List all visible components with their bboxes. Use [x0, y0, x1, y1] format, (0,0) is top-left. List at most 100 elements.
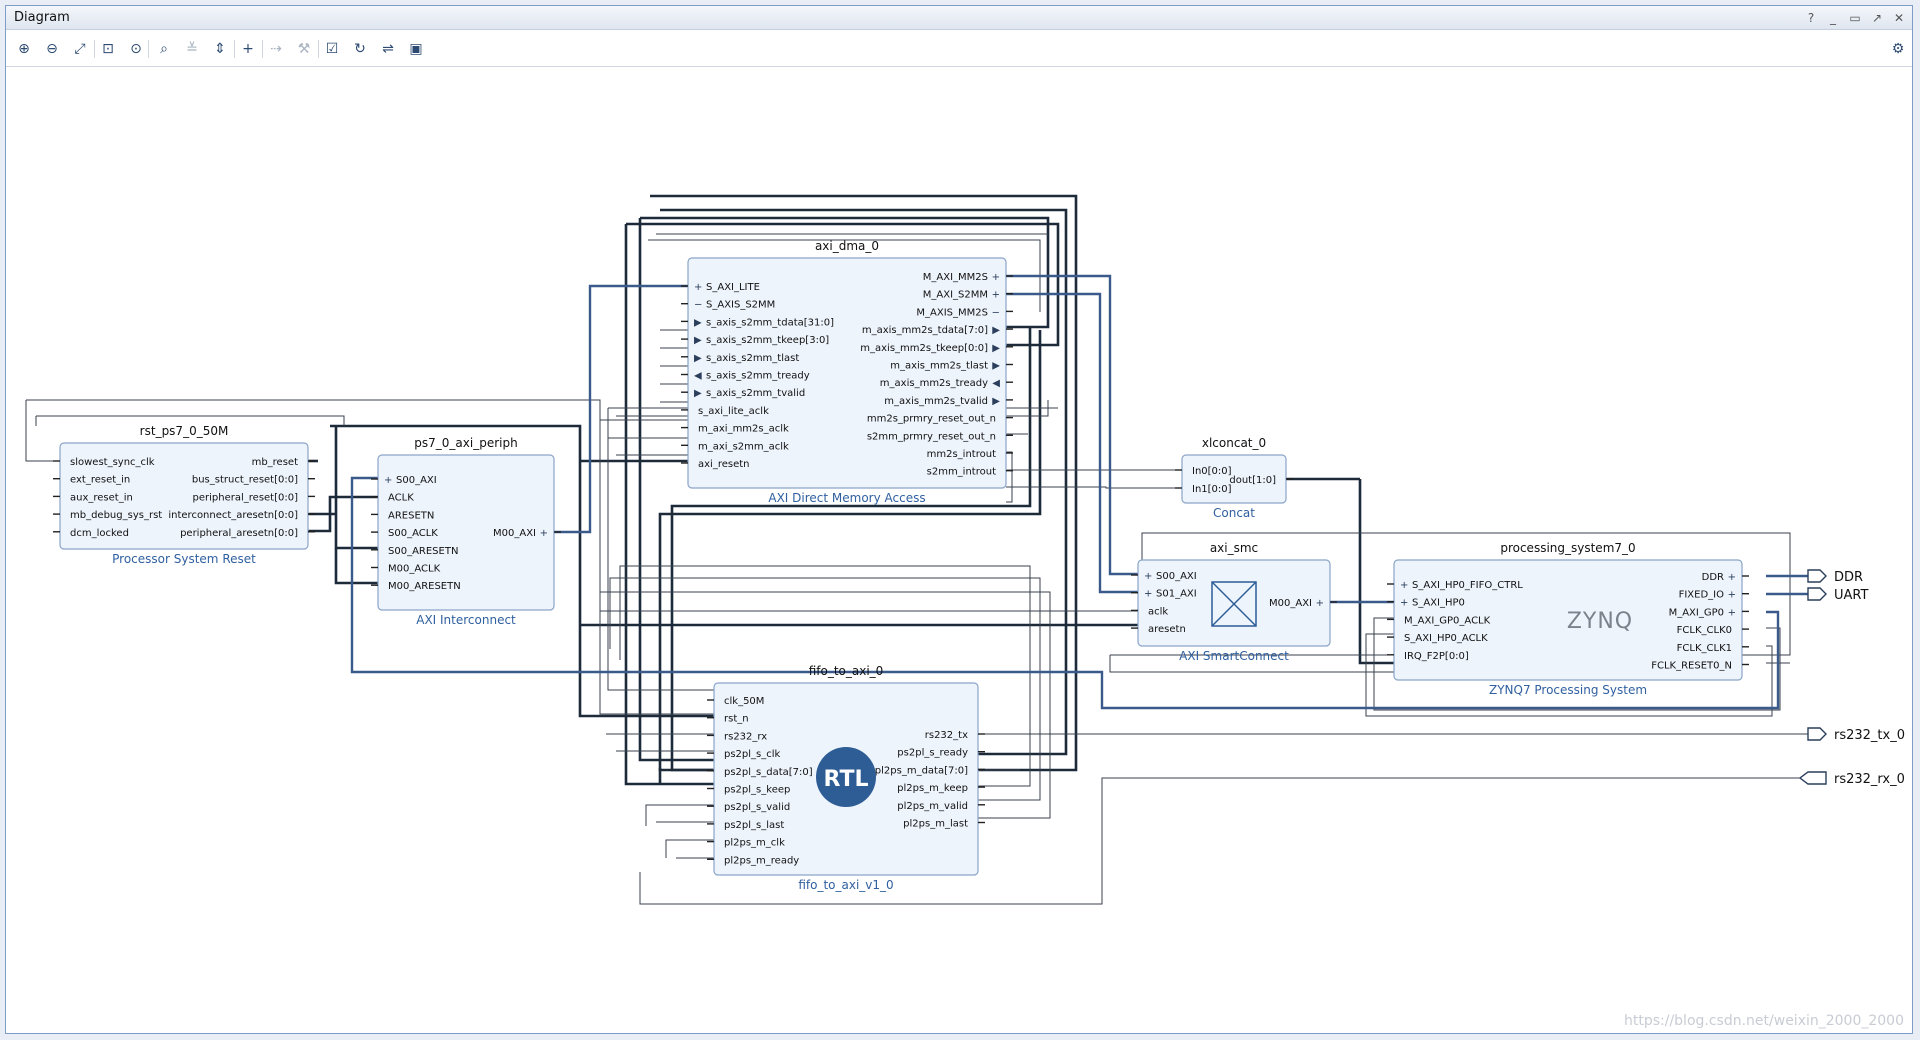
- pin-marker: +: [1728, 590, 1736, 601]
- window-titlebar: Diagram ? _ ▭ ↗ ✕: [6, 6, 1912, 30]
- pin-label: pl2ps_m_last: [903, 819, 968, 830]
- pin-marker: +: [694, 282, 702, 293]
- zoom-fit-icon[interactable]: ⤢: [74, 41, 86, 57]
- expand-all-icon[interactable]: ⇕: [214, 41, 226, 57]
- pin-marker: ◀: [992, 378, 1000, 389]
- pin-label: In1[0:0]: [1192, 484, 1232, 495]
- net-wire: [26, 399, 714, 715]
- pin-label: aresetn: [1148, 624, 1186, 635]
- port-ddr[interactable]: [1807, 569, 1827, 583]
- block-subtitle: Processor System Reset: [112, 552, 256, 566]
- pin-label: DDR: [1702, 572, 1724, 583]
- pin-label: FCLK_CLK0: [1677, 625, 1732, 636]
- validate-design-icon[interactable]: ☑: [325, 41, 339, 57]
- float-icon[interactable]: ↗: [1871, 11, 1883, 25]
- pin-label: M00_AXI: [1269, 598, 1312, 609]
- close-icon[interactable]: ✕: [1893, 11, 1905, 25]
- pin-marker: +: [540, 528, 548, 539]
- zoom-selection-icon[interactable]: ⊙: [130, 41, 142, 57]
- zoom-out-icon[interactable]: ⊖: [46, 41, 58, 57]
- toolbar-separator: [234, 40, 235, 58]
- pin-label: m_axis_mm2s_tvalid: [884, 396, 988, 407]
- block-subtitle: AXI SmartConnect: [1179, 649, 1289, 663]
- pin-label: s_axis_s2mm_tdata[31:0]: [706, 317, 834, 328]
- zoom-in-icon[interactable]: ⊕: [18, 41, 30, 57]
- net-wire: [660, 208, 1068, 756]
- pin-label: S00_AXI: [1156, 571, 1197, 582]
- settings-gear-icon[interactable]: ⚙: [1891, 41, 1905, 57]
- pin-label: S_AXIS_S2MM: [706, 300, 775, 311]
- pin-label: m_axis_mm2s_tlast: [890, 361, 988, 372]
- pin-label: slowest_sync_clk: [70, 457, 155, 468]
- net-wire: [645, 804, 714, 826]
- pin-label: clk_50M: [724, 696, 764, 707]
- regenerate-layout-icon[interactable]: ⇌: [382, 41, 394, 57]
- pin-label: s_axis_s2mm_tkeep[3:0]: [706, 335, 829, 346]
- pin-marker: +: [1400, 580, 1408, 591]
- pin-label: S_AXI_LITE: [706, 282, 760, 293]
- bus-wire: [350, 476, 1780, 710]
- net-wire: [619, 565, 1031, 787]
- block-axi_dma_0[interactable]: [687, 257, 1007, 489]
- bus-wire: [1006, 292, 1138, 594]
- net-wire: [334, 548, 378, 585]
- pin-marker: ▶: [694, 353, 702, 364]
- pin-marker: −: [694, 300, 702, 311]
- block-subtitle: fifo_to_axi_v1_0: [798, 878, 893, 892]
- port-uart[interactable]: [1807, 587, 1827, 601]
- net-wire: [639, 777, 1808, 905]
- pin-label: dout[1:0]: [1229, 475, 1276, 486]
- restore-icon[interactable]: ▭: [1849, 11, 1861, 25]
- pin-marker: ▶: [694, 388, 702, 399]
- pin-marker: +: [384, 475, 392, 486]
- pin-label: aux_reset_in: [70, 492, 133, 503]
- net-wire: [609, 577, 1041, 801]
- pin-marker: ▶: [992, 361, 1000, 372]
- pin-label: M_AXI_S2MM: [923, 290, 988, 301]
- zoom-area-icon[interactable]: ⊡: [102, 41, 114, 57]
- refresh-icon[interactable]: ↻: [354, 41, 366, 57]
- pin-label: m_axis_mm2s_tready: [880, 378, 988, 389]
- pin-marker: +: [1144, 589, 1152, 600]
- pin-label: m_axis_mm2s_tkeep[0:0]: [860, 343, 988, 354]
- pin-label: pl2ps_m_valid: [897, 801, 968, 812]
- pin-marker: ◀: [694, 371, 702, 382]
- pin-label: IRQ_F2P[0:0]: [1404, 651, 1469, 662]
- pin-label: pl2ps_m_keep: [897, 783, 968, 794]
- port-rs232_rx_0[interactable]: [1798, 771, 1827, 785]
- pin-marker: −: [992, 307, 1000, 318]
- add-module-icon[interactable]: ▣: [409, 41, 423, 57]
- help-icon[interactable]: ?: [1807, 11, 1815, 25]
- port-label: UART: [1834, 588, 1868, 603]
- minimize-icon[interactable]: _: [1830, 11, 1836, 25]
- pin-label: ps2pl_s_clk: [724, 749, 781, 760]
- pin-label: aclk: [1148, 606, 1168, 617]
- crossbar-icon: [1211, 581, 1257, 627]
- net-wire: [638, 218, 714, 762]
- block-name: rst_ps7_0_50M: [140, 424, 229, 438]
- pin-label: ACLK: [388, 493, 414, 504]
- pin-marker: +: [1728, 607, 1736, 618]
- pin-label: FCLK_CLK1: [1677, 643, 1732, 654]
- pin-label: ps2pl_s_keep: [724, 785, 790, 796]
- search-icon[interactable]: ⌕: [160, 41, 168, 57]
- net-wire: [25, 400, 60, 462]
- net-wire: [1006, 451, 1013, 503]
- pin-label: rs232_rx: [724, 731, 767, 742]
- pin-label: s_axis_s2mm_tlast: [706, 353, 799, 364]
- net-wire: [648, 239, 1041, 312]
- rtl-logo-text: RTL: [824, 767, 869, 792]
- net-wire: [626, 222, 1060, 347]
- pin-label: rst_n: [724, 714, 749, 725]
- pin-label: m_axi_mm2s_aclk: [698, 424, 789, 435]
- zynq-logo: ZYNQ: [1567, 609, 1633, 634]
- add-ip-icon[interactable]: +: [242, 41, 254, 57]
- port-rs232_tx_0[interactable]: [1807, 727, 1827, 741]
- block-subtitle: ZYNQ7 Processing System: [1489, 683, 1647, 697]
- net-wire: [1365, 633, 1773, 717]
- port-label: rs232_tx_0: [1834, 728, 1905, 743]
- net-wire: [640, 216, 1050, 329]
- pin-marker: ▶: [992, 396, 1000, 407]
- net-wire: [658, 330, 1042, 784]
